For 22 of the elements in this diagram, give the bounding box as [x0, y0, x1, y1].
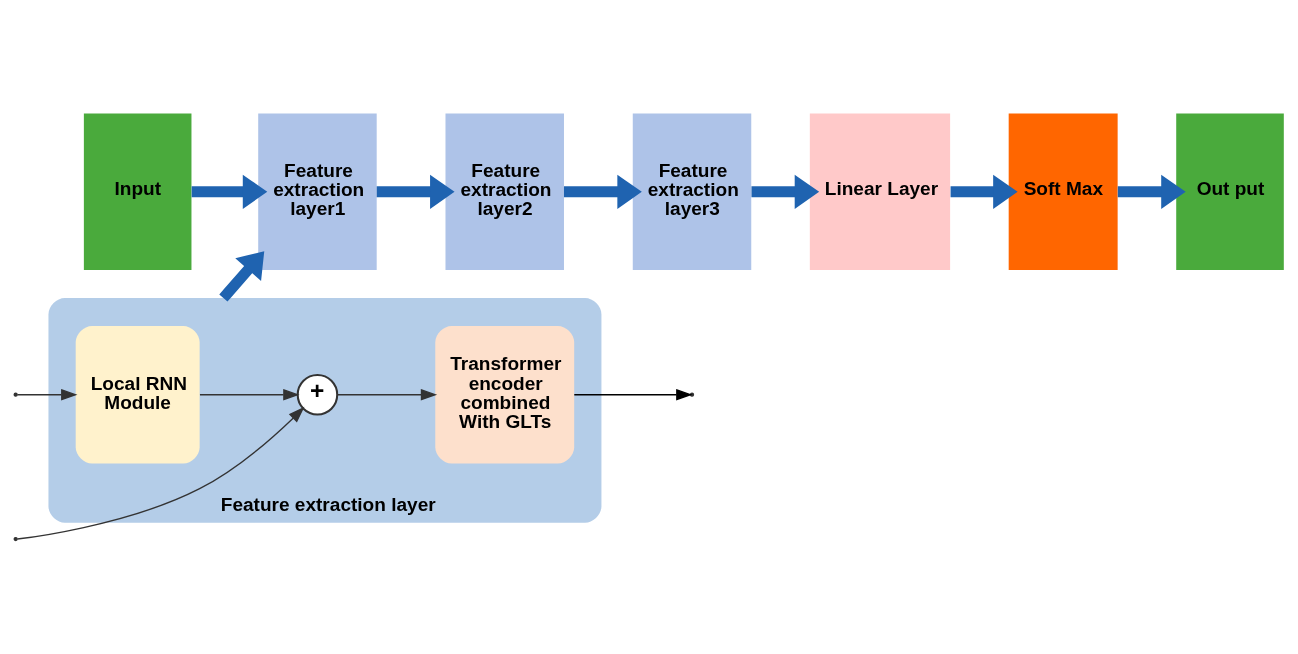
node-circle: + [296, 373, 339, 416]
node-box: Linear Layer [809, 113, 951, 271]
arrow [376, 174, 455, 209]
arrow [16, 406, 305, 540]
arrow [199, 389, 300, 401]
arrow [191, 174, 268, 209]
node-box: Soft Max [1008, 113, 1118, 271]
arrow [564, 174, 642, 209]
arrow [1117, 174, 1186, 209]
node-box: Local RNN Module [75, 325, 200, 464]
arrow [573, 389, 693, 401]
node-box: Out put [1176, 113, 1284, 271]
node-box: Feature extraction layer2 [445, 113, 564, 271]
arrow [219, 251, 265, 302]
arrow [950, 174, 1018, 209]
arrow [751, 174, 820, 209]
node-box: Feature extraction layer1 [258, 113, 377, 271]
node-box: Input [83, 113, 192, 271]
arrow [336, 389, 438, 401]
node-box: Feature extraction layer3 [632, 113, 752, 271]
node-box: Transformer encoder combined With GLTs [435, 325, 575, 464]
arrow [16, 389, 78, 401]
